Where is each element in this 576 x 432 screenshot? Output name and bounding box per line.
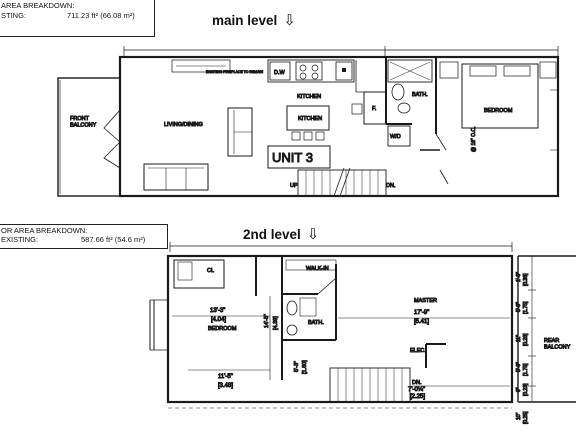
second-area-row-label: EXISTING: (1, 235, 39, 244)
bedroom-label: BEDROOM (484, 108, 513, 114)
dim-right-5: 10" (516, 412, 522, 420)
closet-label: CL (207, 268, 214, 274)
main-staircase (297, 169, 387, 197)
main-area-row-value: 711.23 ft² (66.08 m²) (67, 11, 135, 20)
main-level-heading: main level ⇩ (212, 11, 296, 29)
dim-bedroom-depth-metric: [4.39] (273, 316, 279, 330)
main-area-title: AREA BREAKDOWN: (1, 1, 75, 10)
bath-sink (397, 102, 411, 114)
dim-right-1-metric: [0.38] (523, 273, 529, 286)
bed (461, 63, 539, 129)
washer-dryer (387, 125, 411, 147)
bedroom-2-label: BEDROOM (208, 326, 237, 332)
main-area-breakdown-box: AREA BREAKDOWN: STING: 711.23 ft² (66.08… (0, 0, 155, 37)
dim-right-3-metric: [1.75] (523, 363, 529, 376)
walk-in-label: WALK-IN (306, 266, 329, 272)
dim-master-width: 17'-9" (414, 310, 429, 316)
dim-right-4-metric: [0.23] (523, 383, 529, 396)
fridge-label: F. (372, 106, 377, 112)
kitchen-island-label: KITCHEN (298, 116, 322, 122)
long-sofa (143, 163, 209, 191)
fireplace-label: EXISTING FIREPLACE TO REMAIN (206, 70, 264, 74)
second-area-row-value: 587.66 ft² (54.6 m²) (81, 235, 146, 244)
master-label: MASTER (414, 298, 437, 304)
dim-master-width-metric: [5.41] (414, 319, 429, 325)
dn-label: DN. (386, 183, 396, 189)
dim-bath-height: 5'-3" (294, 361, 300, 372)
dim-right-4: 9" (516, 387, 522, 392)
dim-master-depth-metric: [0.28] (523, 333, 529, 346)
dishwasher (269, 61, 291, 81)
bath-2-label: BATH. (308, 320, 324, 326)
down-arrow-icon: ⇩ (306, 226, 320, 243)
main-area-row-label: STING: (1, 11, 27, 20)
second-area-title: OR AREA BREAKDOWN: (1, 226, 88, 235)
wd-label: W/D (390, 134, 401, 140)
dim-bath-height-metric: [1.60] (302, 360, 308, 374)
kitchen-counter (267, 59, 355, 83)
second-level-plan (149, 242, 576, 409)
stove (295, 61, 323, 81)
kitchen-label: KITCHEN (297, 94, 321, 100)
second-level-heading: 2nd level ⇩ (243, 225, 319, 243)
second-level-heading-text: 2nd level (243, 227, 301, 242)
elec-label: ELEC. (410, 348, 426, 354)
dim-bedroom-depth: 14'-5" (264, 314, 270, 328)
closet (173, 259, 225, 289)
bathtub (387, 59, 433, 83)
dim-right-1: 1'-3" (516, 272, 522, 282)
front-balcony-outline (57, 77, 121, 197)
bath-label: BATH. (412, 92, 428, 98)
dim-right-2-metric: [1.75] (523, 301, 529, 314)
dim-bedroom-bottom: 11'-5" (218, 374, 233, 380)
dn-2-label: DN. (412, 380, 422, 386)
sink (335, 61, 353, 81)
up-label: UP (290, 183, 298, 189)
dim-bedroom-width: 13'-3" (210, 308, 225, 314)
kitchen-island (286, 105, 330, 131)
main-level-plan (57, 46, 560, 198)
dim-master-depth: 11" (516, 335, 522, 342)
dw-label: D.W (274, 70, 286, 76)
dim-right-2: 5'-9" (516, 302, 522, 312)
oc-label: @ 16" O.C. (471, 127, 477, 152)
dim-bedroom-width-metric: [4.04] (211, 317, 226, 323)
unit-label: UNIT 3 (272, 150, 313, 165)
dim-right-3: 5'-9" (516, 362, 522, 372)
down-arrow-icon: ⇩ (283, 12, 296, 29)
main-level-heading-text: main level (212, 13, 278, 28)
fireplace (171, 59, 231, 73)
dim-right-5-metric: [0.25] (523, 411, 529, 424)
dim-stair-width-metric: [2.25] (410, 394, 425, 400)
dim-stair-width: 7'-0¼" (408, 387, 425, 393)
living-dining-label: LIVING/DINING (164, 122, 203, 128)
second-area-breakdown-box: OR AREA BREAKDOWN: EXISTING: 587.66 ft² … (0, 224, 168, 249)
toilet (391, 83, 405, 101)
dim-bedroom-bottom-metric: [3.48] (218, 383, 233, 389)
unit-label-frame (267, 145, 331, 169)
